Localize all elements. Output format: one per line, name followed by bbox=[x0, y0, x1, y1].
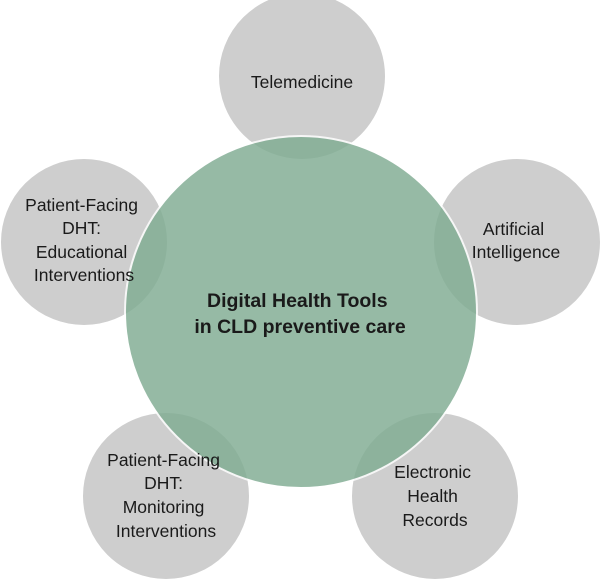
node-label-line: Educational bbox=[36, 242, 127, 262]
node-label-line: DHT: bbox=[62, 218, 101, 238]
node-telemedicine-label: Telemedicine bbox=[251, 72, 353, 92]
center-circle bbox=[124, 135, 478, 489]
node-label-line: Patient-Facing bbox=[25, 195, 138, 215]
center-label: Digital Health Tools in CLD preventive c… bbox=[194, 290, 405, 338]
node-label-line: Health bbox=[407, 486, 458, 506]
node-label-line: Artificial bbox=[483, 219, 544, 239]
node-label-line: Interventions bbox=[116, 521, 216, 541]
node-artificial-intelligence-label: Artificial Intelligence bbox=[472, 219, 561, 262]
node-electronic-health-records-label: Electronic Health Records bbox=[394, 462, 476, 530]
center-label-line: in CLD preventive care bbox=[194, 316, 405, 338]
center-label-line: Digital Health Tools bbox=[207, 290, 388, 312]
node-label-line: Records bbox=[402, 510, 467, 530]
node-label-line: Interventions bbox=[34, 265, 134, 285]
node-label-line: Intelligence bbox=[472, 242, 561, 262]
node-label-line: Telemedicine bbox=[251, 72, 353, 92]
node-label-line: Patient-Facing bbox=[107, 450, 220, 470]
node-label-line: Monitoring bbox=[123, 497, 205, 517]
node-monitoring-interventions-label: Patient-Facing DHT: Monitoring Intervent… bbox=[107, 450, 225, 541]
node-label-line: Electronic bbox=[394, 462, 471, 482]
node-educational-interventions-label: Patient-Facing DHT: Educational Interven… bbox=[25, 195, 143, 285]
node-label-line: DHT: bbox=[144, 473, 183, 493]
